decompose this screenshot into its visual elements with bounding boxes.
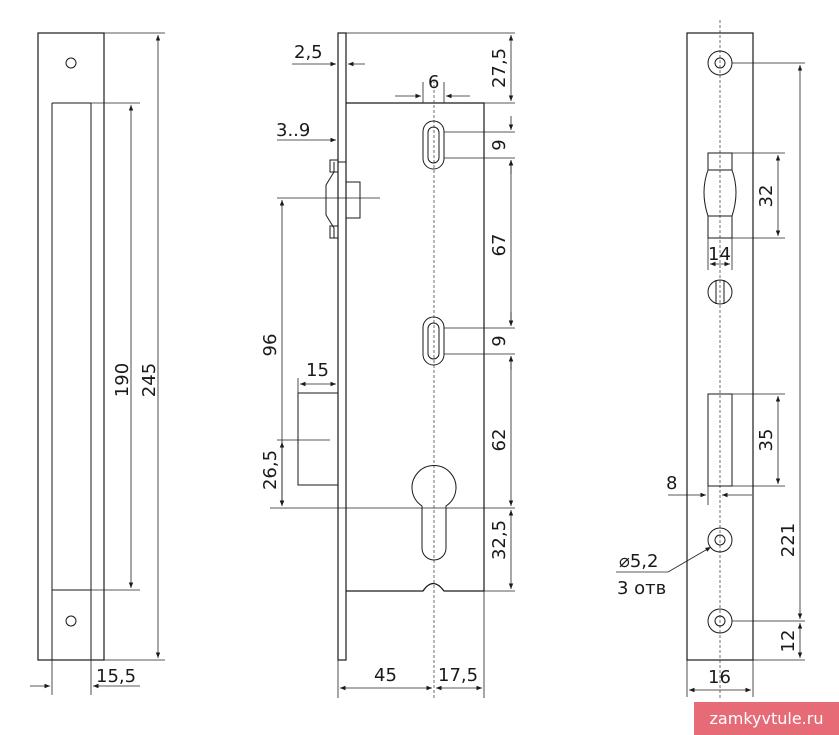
dim-label-35: 35 — [756, 429, 777, 452]
dim-label-15-5: 15,5 — [96, 666, 136, 687]
latch-bolt — [325, 161, 346, 238]
faceplate — [337, 32, 347, 661]
dim-label-9-mid: 9 — [489, 335, 510, 346]
mount-slot-mid — [422, 316, 445, 366]
screw-hole-top — [65, 57, 77, 69]
dim-label-67: 67 — [489, 234, 510, 257]
lock-case — [346, 102, 485, 592]
strike-plate-view: 190 245 15,5 — [30, 32, 165, 695]
dim-label-14: 14 — [708, 244, 731, 265]
dim-label-190: 190 — [112, 363, 133, 397]
watermark-background — [694, 702, 839, 735]
dim-label-12: 12 — [778, 630, 799, 653]
mount-slot-top — [422, 120, 445, 170]
screw-hole-bottom — [65, 615, 77, 627]
hole-leader — [667, 546, 712, 573]
faceplate-front-view: 32 14 35 8 ⌀5,2 3 отв 221 12 16 — [616, 20, 805, 700]
dim-label-15: 15 — [306, 360, 329, 381]
dim-label-3-9: 3..9 — [276, 120, 310, 141]
screw-hole-mid — [707, 527, 733, 553]
dim-label-16: 16 — [708, 667, 731, 688]
lock-body-view: 2,5 6 3..9 27,5 9 67 9 62 32,5 96 2 — [260, 32, 515, 700]
adjustment-screw — [707, 279, 733, 305]
dim-label-2-5: 2,5 — [294, 42, 323, 63]
dim-label-96: 96 — [260, 334, 281, 357]
strike-plate-outline — [37, 32, 105, 661]
deadbolt-front — [707, 393, 733, 487]
dim-label-26-5: 26,5 — [260, 450, 281, 490]
deadbolt — [297, 392, 339, 486]
hole-count-label: 3 отв — [617, 578, 666, 599]
hole-diameter-label: ⌀5,2 — [619, 551, 658, 572]
dim-label-45: 45 — [374, 665, 397, 686]
dim-label-245: 245 — [139, 363, 160, 397]
watermark-text: zamkyvtule.ru — [709, 709, 824, 728]
dim-label-221: 221 — [778, 523, 799, 557]
dim-label-32: 32 — [756, 185, 777, 208]
dim-label-17-5: 17,5 — [438, 665, 478, 686]
dim-label-9-top: 9 — [489, 139, 510, 150]
dim-label-32-5: 32,5 — [489, 520, 510, 560]
dim-label-6: 6 — [428, 72, 439, 93]
dim-label-8: 8 — [666, 473, 677, 494]
dim-label-62: 62 — [489, 429, 510, 452]
cylinder-hole — [411, 465, 457, 561]
dim-label-27-5: 27,5 — [489, 48, 510, 88]
